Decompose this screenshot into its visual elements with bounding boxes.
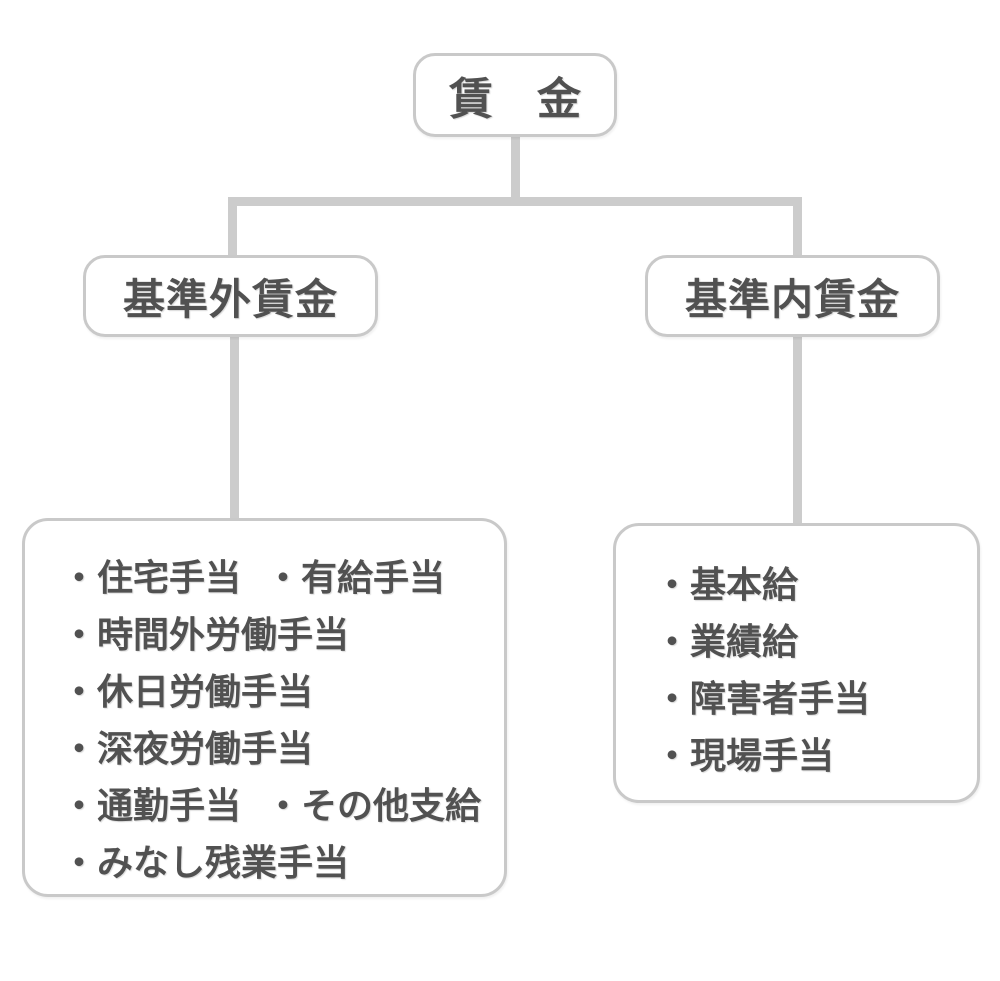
list-item: ・休日労働手当 (61, 671, 314, 712)
list-line: ・みなし残業手当 (61, 834, 349, 891)
leaf-list-standard-wages: ・基本給 ・業績給 ・障害者手当 ・現場手当 (613, 523, 980, 803)
list-item: ・時間外労働手当 (61, 614, 350, 655)
list-item: ・その他支給 (265, 785, 482, 826)
branch-node-nonstandard-wages: 基準外賃金 (83, 255, 378, 337)
connector-drop-left (228, 197, 237, 257)
list-item: ・住宅手当 (61, 557, 242, 598)
list-item: ・通勤手当 (61, 785, 242, 826)
branch-node-standard-wages: 基準内賃金 (645, 255, 940, 337)
connector-horizontal-bar (228, 197, 802, 206)
root-node-wages: 賃 金 (413, 53, 617, 137)
list-line: ・現場手当 (654, 727, 834, 784)
list-line: ・休日労働手当 (61, 663, 313, 720)
connector-right-branch-leaf (793, 333, 802, 525)
branch-node-label: 基準外賃金 (122, 275, 338, 323)
connector-drop-right (793, 197, 802, 257)
list-line: ・時間外労働手当 (61, 606, 349, 663)
list-line: ・深夜労働手当 (61, 720, 313, 777)
list-item: ・みなし残業手当 (61, 842, 350, 883)
list-line: ・業績給 (654, 613, 798, 670)
connector-root-stem (511, 135, 520, 199)
root-node-label: 賃 金 (449, 75, 581, 124)
list-item: ・有給手当 (265, 557, 446, 598)
leaf-list-nonstandard-wages: ・住宅手当 ・有給手当 ・時間外労働手当 ・休日労働手当 ・深夜労働手当 ・通勤… (22, 518, 507, 897)
list-item: ・現場手当 (654, 735, 835, 776)
branch-node-label: 基準内賃金 (684, 275, 900, 323)
list-line: ・通勤手当 ・その他支給 (61, 777, 481, 834)
list-line: ・障害者手当 (654, 670, 870, 727)
list-line: ・住宅手当 ・有給手当 (61, 549, 445, 606)
list-line: ・基本給 (654, 556, 798, 613)
list-item: ・障害者手当 (654, 678, 871, 719)
list-item: ・基本給 (654, 564, 799, 605)
connector-left-branch-leaf (230, 333, 239, 520)
list-item: ・業績給 (654, 621, 799, 662)
list-item: ・深夜労働手当 (61, 728, 314, 769)
